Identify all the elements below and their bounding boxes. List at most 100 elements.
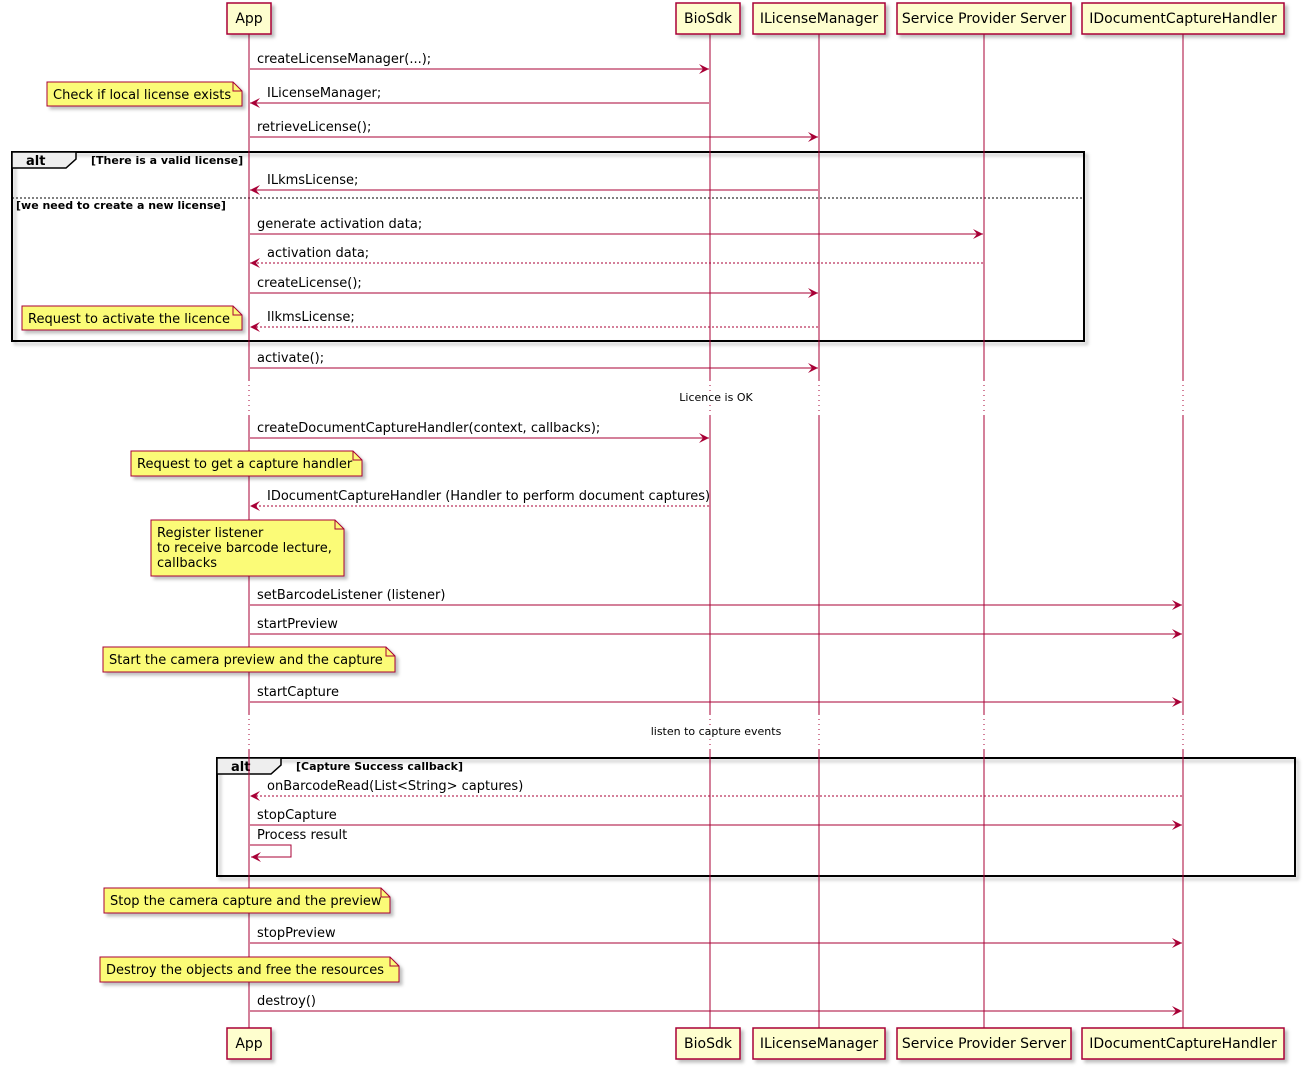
note-line: Register listener [157, 526, 264, 541]
message-label: stopCapture [257, 808, 337, 823]
participant-box [675, 1027, 741, 1060]
message-18: destroy() [250, 994, 1182, 1016]
delay-label: Licence is OK [679, 391, 753, 404]
participant-biosdk-top: BioSdk [675, 2, 741, 35]
message-3: ILkmsLicense; [250, 173, 818, 195]
delay-1: listen to capture events [648, 725, 784, 738]
participant-label: Service Provider Server [902, 1036, 1066, 1052]
participant-label: App [235, 1036, 262, 1052]
message-label: IlkmsLicense; [267, 310, 355, 325]
message-7: IlkmsLicense; [250, 310, 818, 332]
participant-box [675, 2, 741, 35]
note-corner [389, 957, 399, 967]
participant-box [226, 2, 272, 35]
note-box [150, 519, 345, 577]
frame-guard: [There is a valid license] [91, 154, 243, 167]
note-line: Check if local license exists [53, 88, 231, 103]
note-box [99, 956, 400, 983]
message-0: createLicenseManager(...); [250, 52, 709, 74]
delay-0: Licence is OK [677, 391, 756, 404]
message-label: stopPreview [257, 926, 336, 941]
message-12: startPreview [250, 617, 1182, 639]
note-box [103, 887, 391, 914]
message-label: ILicenseManager; [267, 86, 381, 101]
participant-box [896, 1027, 1072, 1060]
note-1: Request to activate the licence [21, 305, 243, 331]
frame-tab [11, 151, 77, 169]
participant-ilm-top: ILicenseManager [752, 2, 886, 35]
note-box [102, 646, 396, 673]
participant-box [226, 1027, 272, 1060]
participant-idch-bottom: IDocumentCaptureHandler [1081, 1027, 1285, 1060]
message-label: onBarcodeRead(List<String> captures) [267, 779, 523, 794]
note-line: to receive barcode lecture, [157, 541, 332, 556]
participant-label: BioSdk [684, 11, 733, 27]
message-11: setBarcodeListener (listener) [250, 588, 1182, 610]
message-label: destroy() [257, 994, 316, 1009]
frame-border [11, 151, 1085, 342]
note-corner [232, 82, 242, 92]
note-5: Stop the camera capture and the preview [103, 887, 391, 914]
participant-sps-top: Service Provider Server [896, 2, 1072, 35]
participant-label: ILicenseManager [760, 1036, 879, 1052]
note-line: Destroy the objects and free the resourc… [106, 963, 384, 978]
note-box [130, 450, 363, 477]
participant-box [1081, 2, 1285, 35]
message-label: IDocumentCaptureHandler (Handler to perf… [267, 489, 710, 504]
message-label: startCapture [257, 685, 339, 700]
alt-frame-0: alt [There is a valid license] [we need to… [11, 151, 1085, 342]
message-6: createLicense(); [250, 276, 818, 298]
message-4: generate activation data; [250, 217, 983, 239]
frame-guard: [Capture Success callback] [296, 760, 463, 773]
note-box [46, 81, 243, 107]
message-label: Process result [257, 828, 347, 843]
participant-biosdk-bottom: BioSdk [675, 1027, 741, 1060]
message-14: onBarcodeRead(List<String> captures) [250, 779, 1182, 801]
message-17: stopPreview [250, 926, 1182, 948]
note-4: Start the camera preview and the capture [102, 646, 396, 673]
message-10: IDocumentCaptureHandler (Handler to perf… [250, 489, 710, 511]
message-2: retrieveLicense(); [250, 120, 818, 142]
participant-box [1081, 1027, 1285, 1060]
frame-keyword: alt [26, 154, 45, 169]
message-15: stopCapture [250, 808, 1182, 830]
participants-layer: AppAppBioSdkBioSdkILicenseManagerILicens… [226, 2, 1285, 1060]
note-2: Request to get a capture handler [130, 450, 363, 477]
frame-keyword: alt [231, 760, 250, 775]
message-16: Process result [250, 828, 347, 862]
message-5: activation data; [250, 246, 983, 268]
message-label: createDocumentCaptureHandler(context, ca… [257, 421, 600, 436]
participant-idch-top: IDocumentCaptureHandler [1081, 2, 1285, 35]
participant-box [896, 2, 1072, 35]
participant-label: Service Provider Server [902, 11, 1066, 27]
message-label: startPreview [257, 617, 338, 632]
note-corner [334, 520, 344, 530]
participant-ilm-bottom: ILicenseManager [752, 1027, 886, 1060]
participant-label: BioSdk [684, 1036, 733, 1052]
message-label: setBarcodeListener (listener) [257, 588, 445, 603]
participant-label: IDocumentCaptureHandler [1089, 1036, 1277, 1052]
message-9: createDocumentCaptureHandler(context, ca… [250, 421, 709, 443]
message-arrow [250, 844, 292, 862]
delay-label-backing [648, 725, 784, 738]
message-label: createLicenseManager(...); [257, 52, 431, 67]
delay-label: listen to capture events [651, 725, 782, 738]
lifelines-layer [248, 34, 1184, 1028]
message-label: generate activation data; [257, 217, 422, 232]
participant-label: App [235, 11, 262, 27]
note-corner [232, 306, 242, 316]
message-label: activation data; [267, 246, 369, 261]
note-line: Request to get a capture handler [137, 457, 353, 472]
note-line: Request to activate the licence [28, 312, 230, 327]
message-13: startCapture [250, 685, 1182, 707]
participant-app-bottom: App [226, 1027, 272, 1060]
alt-frame-1: alt [Capture Success callback] [216, 757, 1296, 877]
participant-app-top: App [226, 2, 272, 35]
note-0: Check if local license exists [46, 81, 243, 107]
participant-label: IDocumentCaptureHandler [1089, 11, 1277, 27]
messages-layer: createLicenseManager(...); ILicenseManage… [250, 52, 1182, 1016]
note-line: Stop the camera capture and the preview [110, 894, 382, 909]
note-corner [385, 647, 395, 657]
frame-else-guard: [we need to create a new license] [16, 199, 226, 212]
